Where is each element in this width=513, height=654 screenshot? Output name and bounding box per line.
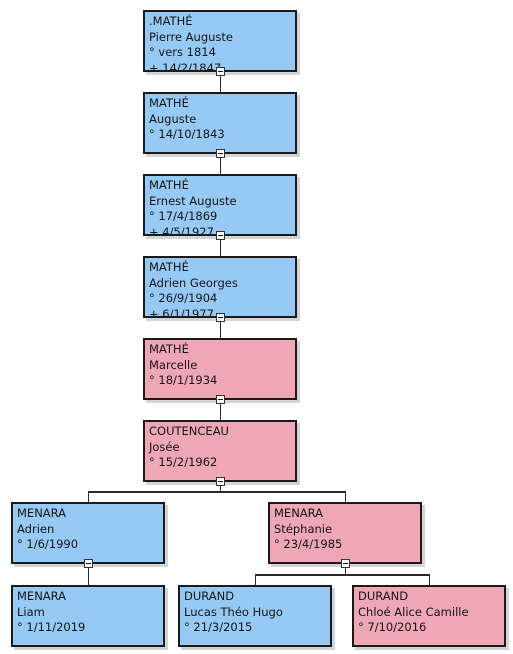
person-birth: ° 1/6/1990 bbox=[17, 537, 79, 551]
person-birth: ° 1/11/2019 bbox=[17, 620, 86, 634]
person-birth: ° vers 1814 bbox=[149, 45, 216, 59]
connector-line bbox=[255, 574, 256, 585]
connector-line bbox=[88, 491, 89, 502]
person-surname: COUTENCEAU bbox=[149, 424, 229, 438]
person-birth: ° 17/4/1869 bbox=[149, 209, 218, 223]
person-surname: MATHÉ bbox=[149, 178, 189, 192]
person-birth: ° 23/4/1985 bbox=[274, 537, 343, 551]
person-birth: ° 14/10/1843 bbox=[149, 127, 225, 141]
person-given-names: Auguste bbox=[149, 111, 197, 126]
person-given-names: Adrien Georges bbox=[149, 275, 238, 290]
person-birth: ° 7/10/2016 bbox=[358, 620, 427, 634]
collapse-toggle-icon[interactable] bbox=[84, 559, 93, 568]
person-given-names: Marcelle bbox=[149, 357, 198, 372]
person-surname: MENARA bbox=[17, 506, 67, 520]
connector-line bbox=[345, 564, 346, 574]
connector-line bbox=[88, 491, 346, 493]
collapse-toggle-icon[interactable] bbox=[341, 559, 350, 568]
person-given-names: Lucas Théo Hugo bbox=[184, 604, 283, 619]
collapse-toggle-icon[interactable] bbox=[216, 67, 225, 76]
person-surname: DURAND bbox=[184, 589, 235, 603]
collapse-toggle-icon[interactable] bbox=[216, 313, 225, 322]
connector-line bbox=[429, 574, 430, 585]
connector-line bbox=[220, 236, 221, 256]
connector-line bbox=[88, 564, 89, 585]
collapse-toggle-icon[interactable] bbox=[216, 477, 225, 486]
person-surname: MATHÉ bbox=[149, 96, 189, 110]
person-given-names: Pierre Auguste bbox=[149, 29, 234, 44]
person-birth: ° 15/2/1962 bbox=[149, 455, 218, 469]
collapse-toggle-icon[interactable] bbox=[216, 395, 225, 404]
connector-line bbox=[220, 482, 221, 491]
person-surname: .MATHÉ bbox=[149, 14, 193, 28]
person-given-names: Chloé Alice Camille bbox=[358, 604, 469, 619]
person-given-names: Ernest Auguste bbox=[149, 193, 237, 208]
collapse-toggle-icon[interactable] bbox=[216, 149, 225, 158]
connector-line bbox=[220, 72, 221, 92]
connector-line bbox=[345, 491, 346, 502]
person-given-names: Stéphanie bbox=[274, 521, 333, 536]
person-given-names: Adrien bbox=[17, 521, 55, 536]
person-birth: ° 26/9/1904 bbox=[149, 291, 218, 305]
person-given-names: Josée bbox=[149, 439, 180, 454]
collapse-toggle-icon[interactable] bbox=[216, 231, 225, 240]
person-surname: DURAND bbox=[358, 589, 409, 603]
person-surname: MENARA bbox=[274, 506, 324, 520]
person-surname: MATHÉ bbox=[149, 342, 189, 356]
connector-line bbox=[220, 400, 221, 420]
person-death: + 6/1/1977 bbox=[149, 306, 214, 318]
person-surname: MATHÉ bbox=[149, 260, 189, 274]
connector-line bbox=[220, 318, 221, 338]
person-birth: ° 18/1/1934 bbox=[149, 373, 218, 387]
person-death: + 14/2/1847 bbox=[149, 60, 222, 72]
connector-line bbox=[220, 154, 221, 174]
person-surname: MENARA bbox=[17, 589, 67, 603]
person-given-names: Liam bbox=[17, 604, 45, 619]
person-death: + 4/5/1927 bbox=[149, 224, 214, 236]
person-birth: ° 21/3/2015 bbox=[184, 620, 253, 634]
connector-line bbox=[255, 574, 430, 576]
